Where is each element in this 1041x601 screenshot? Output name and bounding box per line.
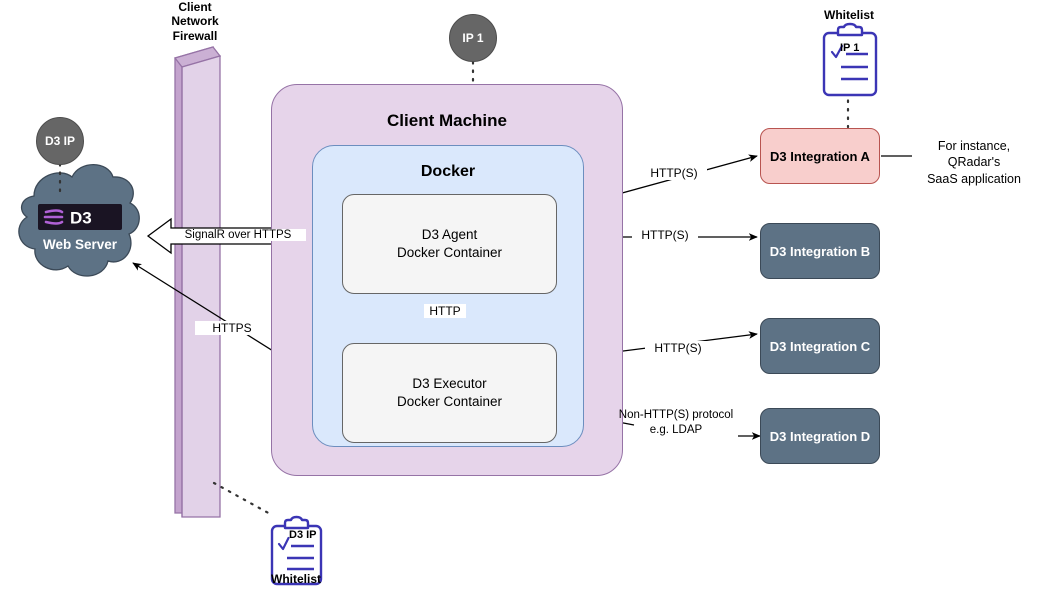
https-label: HTTPS xyxy=(195,321,269,335)
integration-b-box[interactable]: D3 Integration B xyxy=(760,223,880,279)
integration-b-label: D3 Integration B xyxy=(769,243,871,259)
integration-a-label: D3 Integration A xyxy=(770,148,870,164)
d3-executor-line1: D3 Executor xyxy=(412,375,487,391)
whitelist-top-caption: Whitelist xyxy=(824,8,874,22)
d3-agent-container[interactable]: D3 Agent Docker Container xyxy=(342,194,557,294)
signalr-label: SignalR over HTTPS xyxy=(170,229,306,241)
integration-d-link-label: Non-HTTP(S) protocol e.g. LDAP xyxy=(618,409,734,436)
integration-c-box[interactable]: D3 Integration C xyxy=(760,318,880,374)
whitelist-bottom-entry: D3 IP xyxy=(289,529,317,541)
d3-executor-label: D3 Executor Docker Container xyxy=(343,375,556,411)
integration-d-box[interactable]: D3 Integration D xyxy=(760,408,880,464)
d3-ip-label: D3 IP xyxy=(44,134,75,148)
client-machine-container[interactable]: Client Machine Docker D3 Agent Docker Co… xyxy=(271,84,623,476)
ip1-label: IP 1 xyxy=(462,31,484,45)
whitelist-clipboard-top-icon xyxy=(822,22,878,97)
web-server-cloud[interactable]: D3 Web Server xyxy=(10,165,150,290)
integration-b-link-label: HTTP(S) xyxy=(632,228,698,242)
whitelist-top-entry: IP 1 xyxy=(840,42,860,54)
firewall-slab xyxy=(173,46,222,518)
d3-logo-text: D3 xyxy=(70,208,92,227)
qradar-note: For instance, QRadar's SaaS application xyxy=(927,139,1021,186)
integration-c-label: D3 Integration C xyxy=(769,338,871,354)
whitelist-bottom-caption: Whitelist xyxy=(271,572,321,586)
client-machine-title: Client Machine xyxy=(387,111,507,130)
docker-title: Docker xyxy=(420,163,476,180)
web-server-caption: Web Server xyxy=(42,236,118,252)
whitelist-clipboard-bottom-icon xyxy=(270,515,323,586)
dotted-whitelist-to-firewall xyxy=(212,481,274,517)
firewall-caption: Client Network Firewall xyxy=(171,0,219,43)
d3-logo-mark: D3 xyxy=(43,208,92,227)
d3-agent-line1: D3 Agent xyxy=(421,226,478,242)
integration-c-link-label: HTTP(S) xyxy=(645,341,711,355)
d3-agent-line2: Docker Container xyxy=(396,245,503,260)
docker-container[interactable]: Docker D3 Agent Docker Container D3 Exec… xyxy=(312,145,584,447)
ip1-circle: IP 1 xyxy=(449,14,497,62)
http-internal-label: HTTP xyxy=(424,304,466,318)
d3-executor-line2: Docker Container xyxy=(396,394,503,409)
web-server-cloud-content: D3 Web Server xyxy=(10,203,150,252)
d3-logo: D3 xyxy=(38,203,122,230)
d3-agent-label: D3 Agent Docker Container xyxy=(343,226,556,262)
integration-d-label: D3 Integration D xyxy=(769,428,871,444)
integration-a-box[interactable]: D3 Integration A xyxy=(760,128,880,184)
d3-ip-circle: D3 IP xyxy=(36,117,84,165)
d3-executor-container[interactable]: D3 Executor Docker Container xyxy=(342,343,557,443)
integration-a-link-label: HTTP(S) xyxy=(641,166,707,180)
